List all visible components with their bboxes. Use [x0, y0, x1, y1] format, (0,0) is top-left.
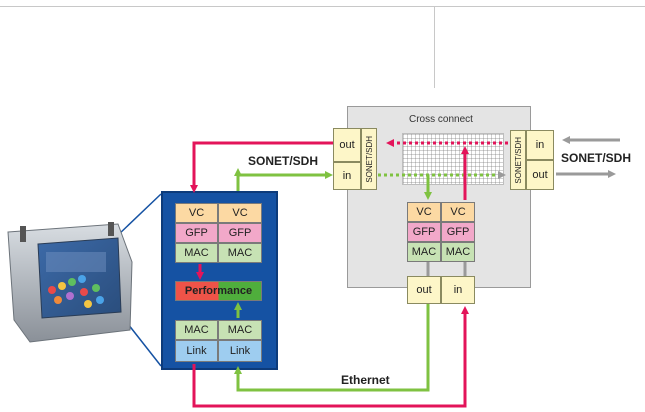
right-card-out: out — [526, 160, 554, 190]
left-card-out: out — [333, 128, 361, 162]
tester-gfp-right: GFP — [218, 223, 262, 243]
callout-line-top — [116, 193, 162, 237]
top-divider — [0, 6, 645, 7]
tester-link-right: Link — [218, 340, 262, 362]
green-arrow-tester-to-sonet — [236, 171, 333, 191]
left-card-vertical-label: SONET/SDH — [361, 128, 377, 190]
tester-link-left: Link — [175, 340, 218, 362]
tester-mac-right: MAC — [218, 243, 262, 263]
tester-mac-left: MAC — [175, 243, 218, 263]
right-card-in: in — [526, 130, 554, 160]
cross-connect-title: Cross connect — [409, 114, 473, 125]
tester-gfp-left: GFP — [175, 223, 218, 243]
middle-out-port: out — [407, 276, 441, 304]
middle-in-port: in — [441, 276, 475, 304]
green-arrow-ethernet-to-tester — [234, 304, 430, 392]
middle-mac-left: MAC — [407, 242, 441, 262]
red-arrow-tester-to-ethernet — [192, 306, 469, 408]
middle-vc-left: VC — [407, 202, 441, 222]
vertical-divider — [434, 6, 435, 88]
red-arrow-sonet-to-tester — [190, 141, 333, 193]
right-card-vertical-label: SONET/SDH — [510, 130, 526, 190]
middle-gfp-left: GFP — [407, 222, 441, 242]
middle-vc-right: VC — [441, 202, 475, 222]
left-card-in: in — [333, 162, 361, 190]
ethernet-label: Ethernet — [341, 373, 390, 387]
tester-mac-lower-right: MAC — [218, 320, 262, 340]
middle-mac-right: MAC — [441, 242, 475, 262]
performance-block: Performance — [175, 281, 262, 301]
tester-vc-left: VC — [175, 203, 218, 223]
middle-gfp-right: GFP — [441, 222, 475, 242]
sonet-sdh-label-right: SONET/SDH — [561, 151, 632, 165]
tester-mac-lower-left: MAC — [175, 320, 218, 340]
sonet-sdh-label-left: SONET/SDH — [248, 154, 319, 168]
tester-vc-right: VC — [218, 203, 262, 223]
